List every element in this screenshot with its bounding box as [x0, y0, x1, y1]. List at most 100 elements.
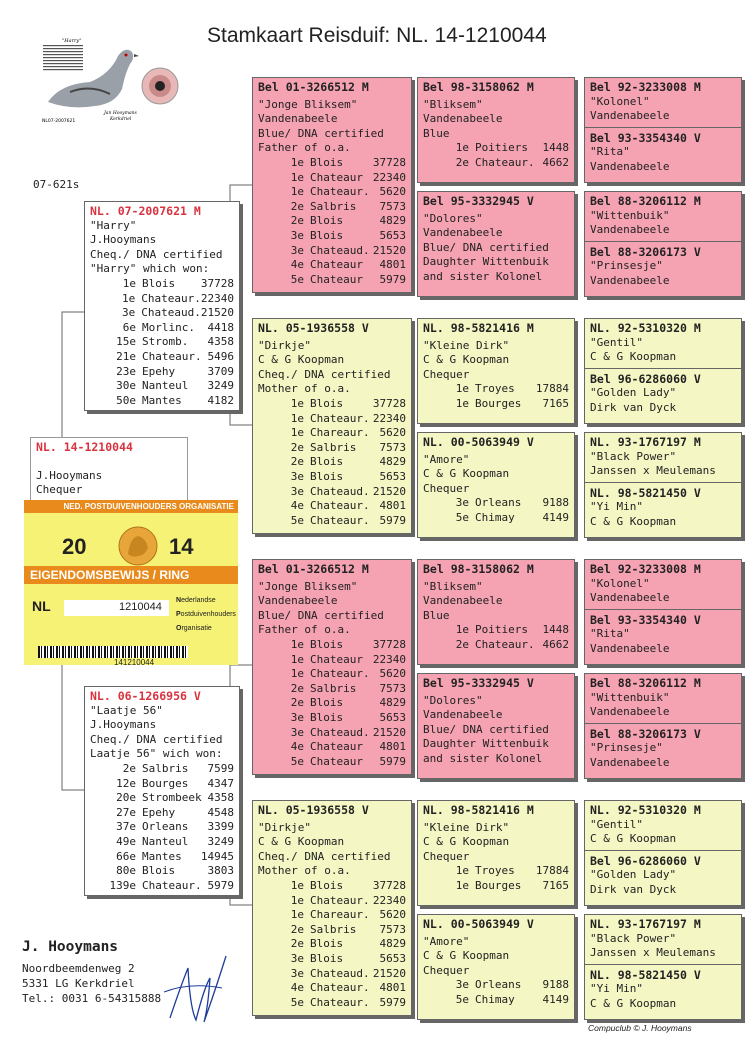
result-place: 5e [290, 513, 304, 527]
result-race: Chateaur. [141, 291, 201, 305]
card-ring: NL. 05-1936558 V [258, 321, 369, 335]
result-place: 1e [290, 878, 304, 892]
card-ring: NL. 00-5063949 V [423, 435, 534, 449]
dam-ring: NL. 06-1266956 V [90, 689, 201, 703]
result-place: 27e [116, 805, 136, 819]
ancestor-ring: Bel 88-3206173 V [590, 726, 701, 741]
ancestor-owner: Dirk van Dyck [590, 882, 677, 896]
result-place: 1e [290, 637, 304, 651]
result-race: Chateaur. [310, 513, 370, 527]
ancestor-ring: NL. 93-1767197 M [590, 917, 701, 931]
gggp-card-8: NL. 93-1767197 M"Black Power"Janssen x M… [584, 914, 742, 1020]
result-race: Chateaud. [310, 243, 370, 257]
result-birds: 4801 [379, 740, 407, 754]
result-birds: 3803 [207, 864, 235, 878]
info-line: Chequer [423, 481, 470, 495]
result-race: Salbris [142, 761, 189, 775]
result-place: 2e [290, 937, 304, 951]
result-place: 3e [290, 243, 304, 257]
ancestor-entry: Bel 92-3233008 M"Kolonel"Vandenabeele [590, 562, 736, 606]
ancestor-ring: Bel 93-3354340 V [590, 612, 701, 627]
result-birds: 5979 [379, 995, 407, 1009]
info-line: Blue/ DNA certified [423, 722, 549, 736]
result-place: 5e [290, 272, 304, 286]
result-race: Chimay [475, 510, 515, 524]
result-race: Chateaur. [142, 878, 202, 892]
result-place: 2e [290, 922, 304, 936]
ancestor-ring: Bel 88-3206112 M [590, 194, 701, 208]
info-line: "Kleine Dirk" [423, 820, 510, 834]
info-line: "Dolores" [423, 693, 483, 707]
ancestor-ring: NL. 92-5310320 M [590, 803, 701, 817]
result-birds: 5653 [379, 469, 407, 483]
result-place: 12e [116, 776, 136, 790]
result-place: 37e [116, 820, 136, 834]
ancestor-name: "Yi Min" [590, 500, 643, 514]
result-place: 66e [116, 849, 136, 863]
info-line: Father of o.a. [258, 623, 351, 637]
result-birds: 37728 [372, 155, 406, 169]
ancestor-ring: NL. 98-5821450 V [590, 967, 701, 982]
result-birds: 4801 [379, 499, 407, 513]
result-birds: 4182 [207, 393, 235, 407]
result-birds: 5620 [379, 426, 407, 440]
result-birds: 7165 [542, 878, 570, 892]
ancestor-entry: Bel 93-3354340 V"Rita"Vandenabeele [585, 608, 741, 657]
result-birds: 5653 [379, 710, 407, 724]
grandparent-card-1: Bel 01-3266512 M"Jonge Bliksem"Vandenabe… [252, 77, 412, 293]
result-race: Mantes [142, 393, 182, 407]
result-race: Mantes [142, 849, 182, 863]
result-race: Troyes [475, 864, 515, 878]
ancestor-owner: Vandenabeele [590, 755, 670, 769]
result-place: 3e [455, 978, 469, 992]
signature [163, 955, 227, 1023]
result-place: 1e [455, 396, 469, 410]
result-race: Chateaur [310, 170, 363, 184]
ancestor-name: "Prinsesje" [590, 741, 663, 755]
ancestor-entry: NL. 98-5821450 V"Yi Min"C & G Koopman [585, 963, 741, 1012]
result-birds: 7573 [379, 199, 407, 213]
result-place: 2e [455, 155, 469, 169]
result-birds: 1448 [542, 141, 570, 155]
result-race: Salbris [310, 922, 357, 936]
ancestor-entry: NL. 92-5310320 M"Gentil"C & G Koopman [590, 803, 736, 847]
result-place: 5e [290, 754, 304, 768]
card-ring: NL. 05-1936558 V [258, 803, 369, 817]
ancestor-owner: C & G Koopman [590, 832, 677, 846]
info-line: Daughter Wittenbuik [423, 737, 549, 751]
result-birds: 4829 [379, 696, 407, 710]
result-race: Poitiers [475, 623, 528, 637]
result-place: 1e [122, 276, 136, 290]
info-line: "Bliksem" [423, 97, 483, 111]
ggp-card-7: NL. 98-5821416 M"Kleine Dirk"C & G Koopm… [417, 800, 575, 906]
result-birds: 37728 [200, 276, 234, 290]
result-birds: 37728 [372, 637, 406, 651]
result-race: Orleans [475, 496, 522, 510]
gggp-card-6: Bel 88-3206112 M"Wittenbuik"Vandenabeele… [584, 673, 742, 779]
result-place: 2e [290, 199, 304, 213]
result-birds: 21520 [372, 725, 406, 739]
photo-name: "Harry" [62, 38, 82, 44]
card-country: NL [32, 598, 51, 614]
